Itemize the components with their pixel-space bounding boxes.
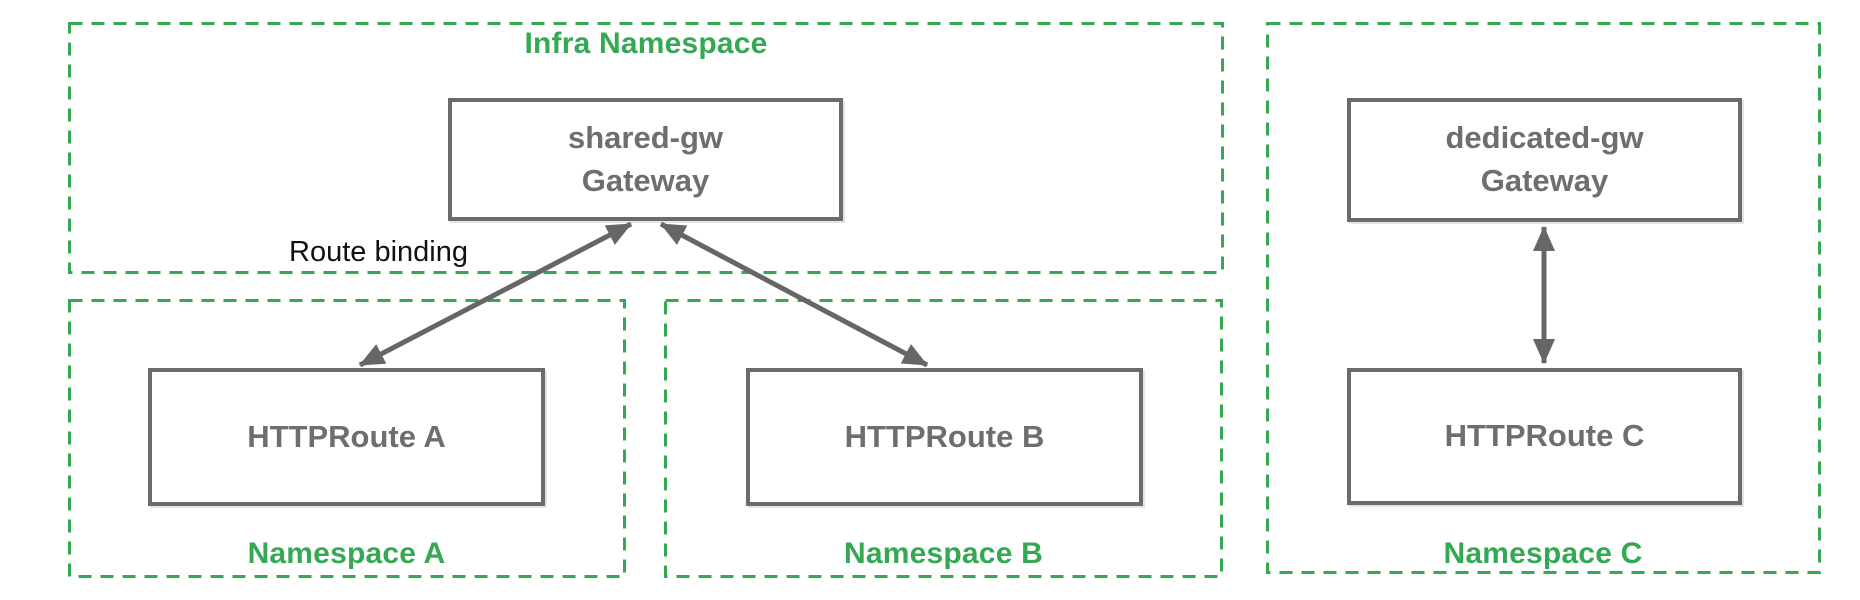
shared-gateway-node: shared-gw Gateway xyxy=(448,98,843,221)
namespace-b-border xyxy=(664,299,1223,578)
httproute-c-node: HTTPRoute C xyxy=(1347,368,1742,505)
route-binding-label: Route binding xyxy=(289,236,468,268)
shared-gateway-name: shared-gw xyxy=(567,119,724,155)
namespace-c-label: Namespace C xyxy=(1443,537,1643,570)
namespace-a-border xyxy=(68,299,626,578)
arrow-routeB-to-shared-gw xyxy=(659,221,929,368)
dedicated-gateway-node: dedicated-gw Gateway xyxy=(1347,98,1742,222)
dedicated-gateway-kind: Gateway xyxy=(1480,163,1609,198)
namespace-b-label: Namespace B xyxy=(844,537,1043,570)
infra-namespace-border xyxy=(68,22,1224,274)
shared-gateway-kind: Gateway xyxy=(581,162,710,198)
httproute-c-label: HTTPRoute C xyxy=(1444,418,1645,454)
infra-namespace-label: Infra Namespace xyxy=(524,27,768,60)
httproute-b-node: HTTPRoute B xyxy=(746,368,1143,506)
arrow-routeA-to-shared-gw xyxy=(358,221,633,368)
httproute-a-label: HTTPRoute A xyxy=(247,418,446,454)
namespace-c-border xyxy=(1266,22,1821,574)
dedicated-gateway-name: dedicated-gw xyxy=(1445,120,1644,156)
httproute-b-label: HTTPRoute B xyxy=(844,418,1045,454)
httproute-a-node: HTTPRoute A xyxy=(148,368,545,506)
namespace-a-label: Namespace A xyxy=(247,537,446,570)
